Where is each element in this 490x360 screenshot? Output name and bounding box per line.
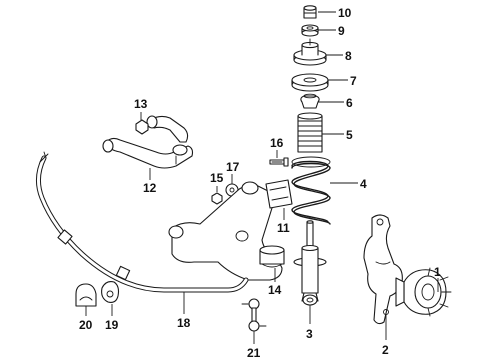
callout-12: 12 [143,181,157,195]
wheel-hub-bearing [395,267,452,317]
strut-mount-nut [301,24,319,37]
callout-18: 18 [177,316,191,330]
callout-14: 14 [268,283,282,297]
callout-21: 21 [247,346,261,360]
lower-control-arm [168,181,285,281]
leader-lines [85,11,439,344]
steering-knuckle [363,214,403,325]
bump-stop-bracket [265,179,293,209]
callout-10: 10 [338,6,352,20]
callout-labels: 10 9 8 7 6 5 4 3 2 1 11 12 13 14 15 16 1… [79,6,441,360]
stabilizer-bar [36,151,249,293]
callout-8: 8 [345,49,352,63]
bump-stop [300,93,320,109]
callout-11: 11 [277,221,290,235]
upper-arm-nut [135,119,149,135]
stabilizer-bushing [101,281,120,303]
stabilizer-bracket [75,283,97,307]
callout-9: 9 [338,24,345,38]
upper-control-arm [102,115,194,169]
dust-boot [297,112,323,153]
strut-bumper-cap [303,5,317,19]
callout-13: 13 [134,97,148,111]
callout-17: 17 [226,160,240,174]
strut-mount [293,38,327,66]
callout-20: 20 [79,318,93,332]
stabilizer-link [241,298,267,332]
callout-1: 1 [434,265,441,279]
callout-15: 15 [210,171,224,185]
callout-7: 7 [350,74,357,88]
spring-upper-seat [291,73,329,92]
callout-16: 16 [270,136,284,150]
coil-spring [291,156,331,225]
cam-bolt [269,157,289,167]
shock-absorber [293,220,327,306]
callout-2: 2 [382,343,389,357]
callout-4: 4 [360,177,367,191]
callout-19: 19 [105,318,119,332]
lower-arm-nut [211,192,223,205]
callout-5: 5 [346,128,353,142]
callout-6: 6 [346,96,353,110]
callout-3: 3 [306,327,313,341]
